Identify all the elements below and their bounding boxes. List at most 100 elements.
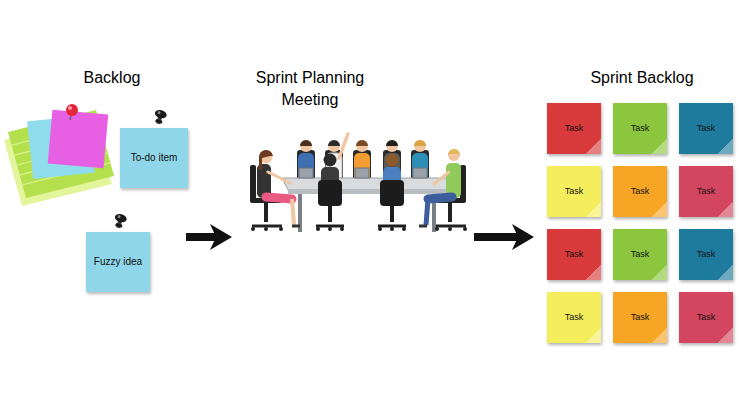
backlog-pile-part — [8, 110, 114, 198]
flow-arrow — [474, 233, 520, 241]
meeting-illustration-part — [252, 225, 282, 228]
backlog-sticky-note: To-do item — [120, 128, 188, 188]
sticky-note-text: Task — [631, 123, 650, 134]
sticky-note-text: Task — [697, 249, 716, 260]
meeting-illustration-part — [292, 199, 294, 225]
meeting-illustration-part — [434, 172, 449, 184]
meeting-illustration-part — [411, 150, 429, 182]
group-heading: Sprint Backlog — [557, 67, 727, 89]
sticky-note-text: Task — [565, 312, 584, 323]
push-pin-part — [117, 215, 121, 219]
meeting-illustration-part — [266, 197, 292, 199]
meeting-illustration-part — [448, 227, 452, 231]
backlog-group: BacklogTo-do itemFuzzy idea — [2, 60, 184, 300]
flow-arrow — [186, 233, 218, 241]
task-sticky-note: Task — [679, 166, 733, 217]
meeting-illustration-part — [356, 140, 368, 146]
meeting-illustration-part — [386, 140, 398, 146]
meeting-illustration-part — [339, 134, 348, 158]
meeting-illustration-part — [414, 140, 426, 146]
meeting-illustration-part — [378, 227, 382, 231]
meeting-illustration-part — [328, 140, 340, 152]
meeting-illustration-part — [463, 227, 467, 231]
meeting-illustration-part — [448, 149, 460, 155]
meeting-illustration-part — [292, 225, 300, 228]
meeting-illustration-part — [297, 150, 315, 182]
meeting-illustration-part — [300, 140, 312, 146]
push-pin-part — [115, 223, 123, 228]
meeting-illustration-part — [340, 227, 344, 231]
meeting-illustration — [250, 134, 467, 232]
task-sticky-note: Task — [547, 103, 601, 154]
meeting-illustration-part — [268, 172, 290, 183]
sprint-backlog-group: Sprint BacklogTaskTaskTaskTaskTaskTaskTa… — [538, 60, 740, 352]
meeting-illustration-part — [353, 150, 371, 182]
meeting-illustration-part — [259, 150, 273, 170]
sticky-note-text: Task — [631, 312, 650, 323]
group-heading: Backlog — [42, 67, 182, 89]
group-heading: Sprint Planning Meeting — [237, 67, 383, 111]
task-sticky-note: Task — [613, 166, 667, 217]
meeting-illustration-part — [380, 180, 404, 206]
meeting-illustration-part — [386, 140, 398, 152]
meeting-illustration-part — [419, 225, 427, 228]
meeting-illustration-part — [328, 140, 340, 146]
meeting-illustration-part — [251, 227, 255, 231]
meeting-illustration-part — [390, 227, 394, 231]
sticky-note-text: Task — [697, 186, 716, 197]
meeting-illustration-part — [318, 180, 342, 206]
meeting-illustration-part — [328, 227, 332, 231]
meeting-illustration-part — [328, 206, 332, 222]
meeting-illustration-part — [386, 154, 399, 167]
sticky-note-text: Fuzzy idea — [94, 256, 142, 268]
meeting-illustration-part — [299, 168, 313, 178]
task-sticky-note: Task — [613, 229, 667, 280]
meeting-illustration-part — [279, 227, 283, 231]
sticky-note-text: Task — [565, 249, 584, 260]
meeting-illustration-part — [446, 163, 461, 198]
push-pin-part — [154, 109, 168, 120]
backlog-sticky-note: Fuzzy idea — [86, 232, 150, 292]
sticky-note-text: To-do item — [131, 152, 178, 164]
meeting-illustration-part — [250, 165, 256, 201]
task-sticky-note: Task — [547, 292, 601, 343]
meeting-illustration-part — [448, 149, 460, 161]
task-sticky-note: Task — [547, 229, 601, 280]
meeting-illustration-part — [414, 140, 426, 152]
push-pin — [152, 109, 167, 126]
meeting-illustration-part — [413, 168, 427, 178]
meeting-illustration-part — [428, 197, 452, 199]
meeting-illustration-part — [435, 227, 439, 231]
meeting-group: Sprint Planning Meeting — [236, 60, 472, 245]
backlog-pile-part — [48, 110, 108, 169]
backlog-pile — [4, 104, 114, 206]
sticky-note-text: Task — [565, 186, 584, 197]
task-sticky-note: Task — [613, 292, 667, 343]
meeting-illustration-part — [390, 206, 394, 222]
sticky-note-text: Task — [565, 123, 584, 134]
meeting-illustration-part — [324, 154, 337, 167]
sticky-note-text: Task — [631, 249, 650, 260]
meeting-illustration-part — [298, 153, 314, 181]
task-sticky-note: Task — [679, 103, 733, 154]
push-pin-part — [114, 213, 128, 224]
meeting-illustration-part — [412, 153, 428, 181]
push-pin-part — [155, 119, 163, 124]
task-sticky-note: Task — [547, 166, 601, 217]
backlog-pile-part-part — [68, 106, 72, 110]
backlog-pile-part-part — [66, 104, 78, 116]
meeting-illustration-part — [355, 168, 369, 178]
meeting-illustration-part — [288, 190, 446, 194]
meeting-illustration-part — [402, 227, 406, 231]
task-sticky-note: Task — [679, 229, 733, 280]
meeting-illustration-part — [356, 140, 368, 152]
meeting-illustration-part — [264, 227, 268, 231]
push-pin-part — [157, 111, 161, 115]
backlog-pile-part — [66, 104, 78, 120]
meeting-illustration-part — [436, 225, 466, 228]
sticky-note-text: Task — [631, 186, 650, 197]
task-sticky-note: Task — [613, 103, 667, 154]
meeting-illustration-part — [282, 178, 452, 190]
meeting-illustration-part — [316, 227, 320, 231]
